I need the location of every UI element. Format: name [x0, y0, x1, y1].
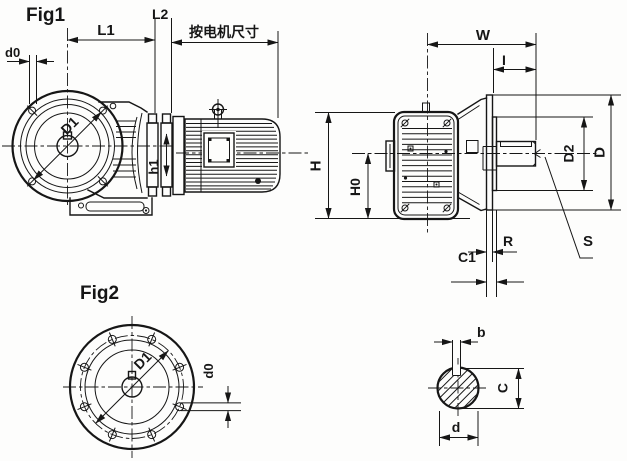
- dim-H: H: [308, 112, 470, 219]
- dim-label-d: d: [452, 419, 461, 435]
- dim-label-D1: D1: [57, 113, 81, 137]
- leader-line: [544, 156, 593, 259]
- dim-b: b: [434, 324, 486, 376]
- input-boss: [385, 140, 396, 172]
- dim-label-H: H: [308, 161, 325, 172]
- shaft-cross-section: b C d: [428, 324, 524, 446]
- drain-dot: [255, 178, 261, 184]
- end-view: W I H H0 D D2: [308, 27, 621, 297]
- adapter-flange-plates: [146, 113, 185, 197]
- fig2-view: Fig2 D1 d0: [63, 283, 241, 458]
- dim-label-D: D: [592, 147, 609, 158]
- fig1-view: Fig1 D1: [2, 5, 308, 216]
- fig1-title: Fig1: [26, 5, 65, 26]
- dim-label-I: I: [502, 52, 506, 68]
- flange-bolt-hole: [28, 106, 37, 115]
- dim-label-W: W: [476, 27, 491, 44]
- dim-label-d0-fig2: d0: [201, 363, 216, 378]
- dim-label-b: b: [477, 324, 486, 340]
- dim-R-C1: R C1: [451, 210, 524, 297]
- dim-label-L2: L2: [152, 6, 169, 22]
- fig2-bolt-holes: [77, 332, 187, 442]
- fig1-dim-h1: h1: [146, 133, 170, 177]
- endview-housing: [385, 102, 460, 221]
- flange-bolt-hole: [28, 177, 37, 186]
- dim-label-C: C: [495, 383, 511, 393]
- bell-curve: [131, 116, 138, 190]
- dim-label-h1: h1: [146, 159, 161, 174]
- terminal-box: [203, 132, 235, 168]
- dim-label-S: S: [583, 233, 593, 250]
- fig1-top-dimensions: L1 L2 按电机尺寸: [67, 6, 279, 118]
- flange-bolt-hole: [98, 177, 107, 186]
- dim-D2: D2: [496, 116, 593, 191]
- output-shaft: [495, 140, 541, 167]
- fig2-dim-d0: d0: [181, 363, 241, 428]
- endview-output-flange: [457, 94, 498, 212]
- vent-plug: [422, 102, 430, 113]
- dim-label-C1: C1: [458, 249, 476, 265]
- base-slot: [85, 201, 145, 212]
- dim-label-motor-note: 按电机尺寸: [189, 24, 259, 40]
- shaft-keyway: [500, 141, 532, 147]
- fig1-dim-d0: d0: [5, 45, 54, 104]
- bolt-circle: [80, 335, 184, 439]
- eye-bolt: [209, 99, 227, 128]
- fig2-flange-circles: [68, 323, 196, 451]
- dim-C: C: [459, 368, 524, 409]
- motor-flange: [172, 115, 185, 196]
- dim-label-D2: D2: [561, 144, 577, 162]
- gearbox-housing: [69, 101, 153, 216]
- fig2-title: Fig2: [80, 283, 119, 304]
- flange-bolt-hole: [98, 106, 107, 115]
- dim-d: d: [439, 411, 479, 446]
- flange-plate: [485, 94, 494, 211]
- dim-H0: H0: [347, 153, 372, 219]
- dim-D: D: [492, 94, 621, 211]
- dim-label-D1-fig2: D1: [130, 348, 154, 372]
- dim-I: I: [493, 48, 537, 93]
- dim-label-R: R: [503, 233, 513, 249]
- center-drill-mark: [533, 149, 541, 158]
- callout-S: S: [544, 156, 593, 259]
- dim-W: W: [427, 27, 537, 140]
- motor-body: [184, 99, 281, 193]
- dim-label-d0: d0: [5, 45, 20, 60]
- dim-label-H0: H0: [347, 178, 363, 196]
- dim-label-L1: L1: [97, 22, 115, 39]
- oil-plug: [142, 207, 150, 214]
